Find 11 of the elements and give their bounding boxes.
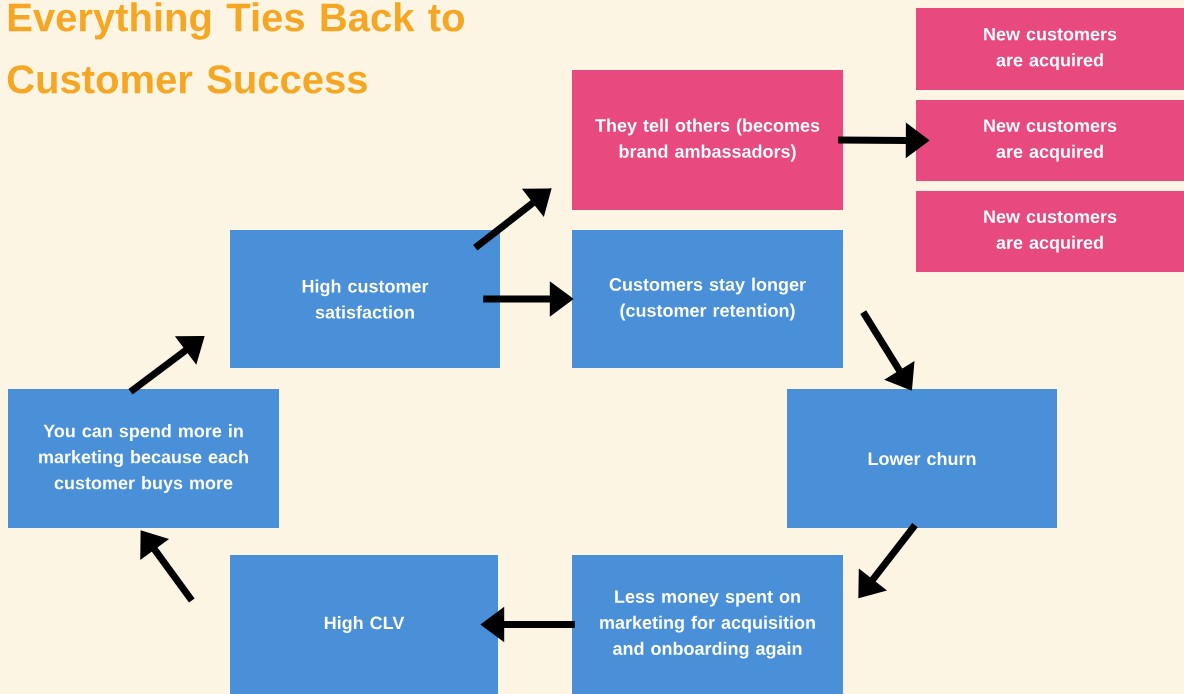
process-box: Lower churn [787,389,1057,528]
title: Everything Ties Back to Customer Success [7,2,464,94]
process-box: New customers are acquired [916,100,1184,181]
process-box: Customers stay longer (customer retention) [572,230,843,368]
process-box: You can spend more in marketing because each customer buys more [8,389,279,528]
process-box: New customers are acquired [916,8,1184,90]
process-box: They tell others (becomes brand ambassadors) [572,70,843,210]
process-box: High CLV [230,555,498,694]
process-box: Less money spent on marketing for acquisition and onboarding again [572,555,843,694]
process-box: New customers are acquired [916,191,1184,272]
process-box: High customer satisfaction [230,230,500,368]
